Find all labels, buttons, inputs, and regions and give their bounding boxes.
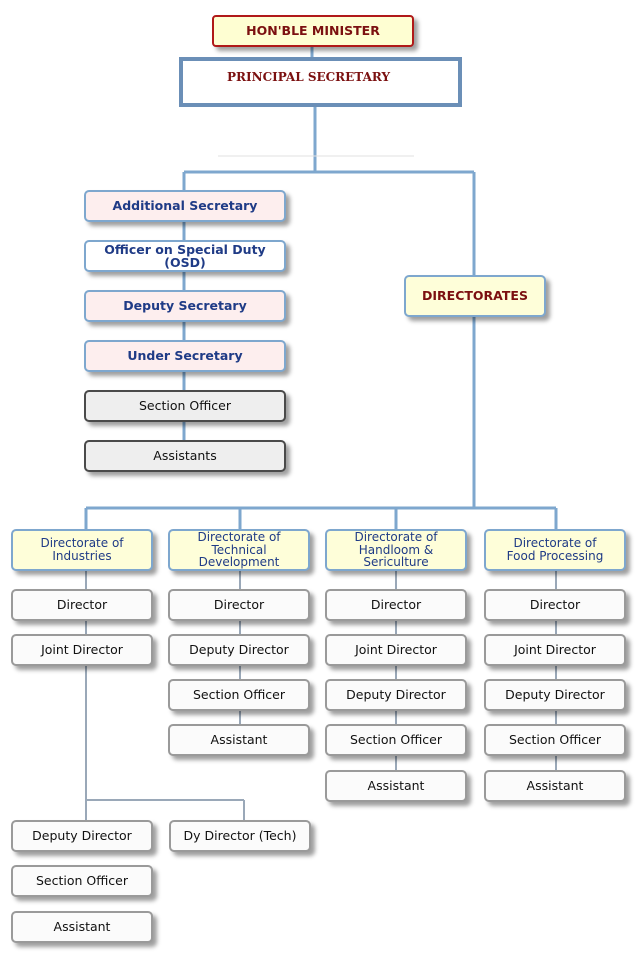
staff-box: Deputy Director xyxy=(325,679,467,711)
staff-box: Assistant xyxy=(11,911,153,943)
staff-box: Deputy Director xyxy=(11,820,153,852)
directorate-industries-box: Directorate of Industries xyxy=(11,529,153,571)
staff-box: Director xyxy=(484,589,626,621)
staff-box: Section Officer xyxy=(325,724,467,756)
staff-box: Assistant xyxy=(484,770,626,802)
staff-box: Section Officer xyxy=(484,724,626,756)
staff-box: Deputy Director xyxy=(168,634,310,666)
staff-box: Director xyxy=(11,589,153,621)
directorates-box: DIRECTORATES xyxy=(404,275,546,317)
additional-secretary-box: Additional Secretary xyxy=(84,190,286,222)
minister-box: HON'BLE MINISTER xyxy=(212,15,414,47)
staff-box: Joint Director xyxy=(325,634,467,666)
staff-box: Section Officer xyxy=(168,679,310,711)
deputy-secretary-box: Deputy Secretary xyxy=(84,290,286,322)
staff-box: Director xyxy=(168,589,310,621)
assistants-box: Assistants xyxy=(84,440,286,472)
principal-secretary-box: PRINCIPAL SECRETARY xyxy=(179,57,462,107)
staff-box: Section Officer xyxy=(11,865,153,897)
staff-box: Assistant xyxy=(325,770,467,802)
staff-box: Dy Director (Tech) xyxy=(169,820,311,852)
staff-box: Deputy Director xyxy=(484,679,626,711)
staff-box: Joint Director xyxy=(484,634,626,666)
staff-box: Joint Director xyxy=(11,634,153,666)
under-secretary-box: Under Secretary xyxy=(84,340,286,372)
staff-box: Assistant xyxy=(168,724,310,756)
directorate-handloom-sericulture-box: Directorate of Handloom & Sericulture xyxy=(325,529,467,571)
osd-box: Officer on Special Duty (OSD) xyxy=(84,240,286,272)
directorate-food-processing-box: Directorate of Food Processing xyxy=(484,529,626,571)
section-officer-box: Section Officer xyxy=(84,390,286,422)
staff-box: Director xyxy=(325,589,467,621)
directorate-technical-development-box: Directorate of Technical Development xyxy=(168,529,310,571)
